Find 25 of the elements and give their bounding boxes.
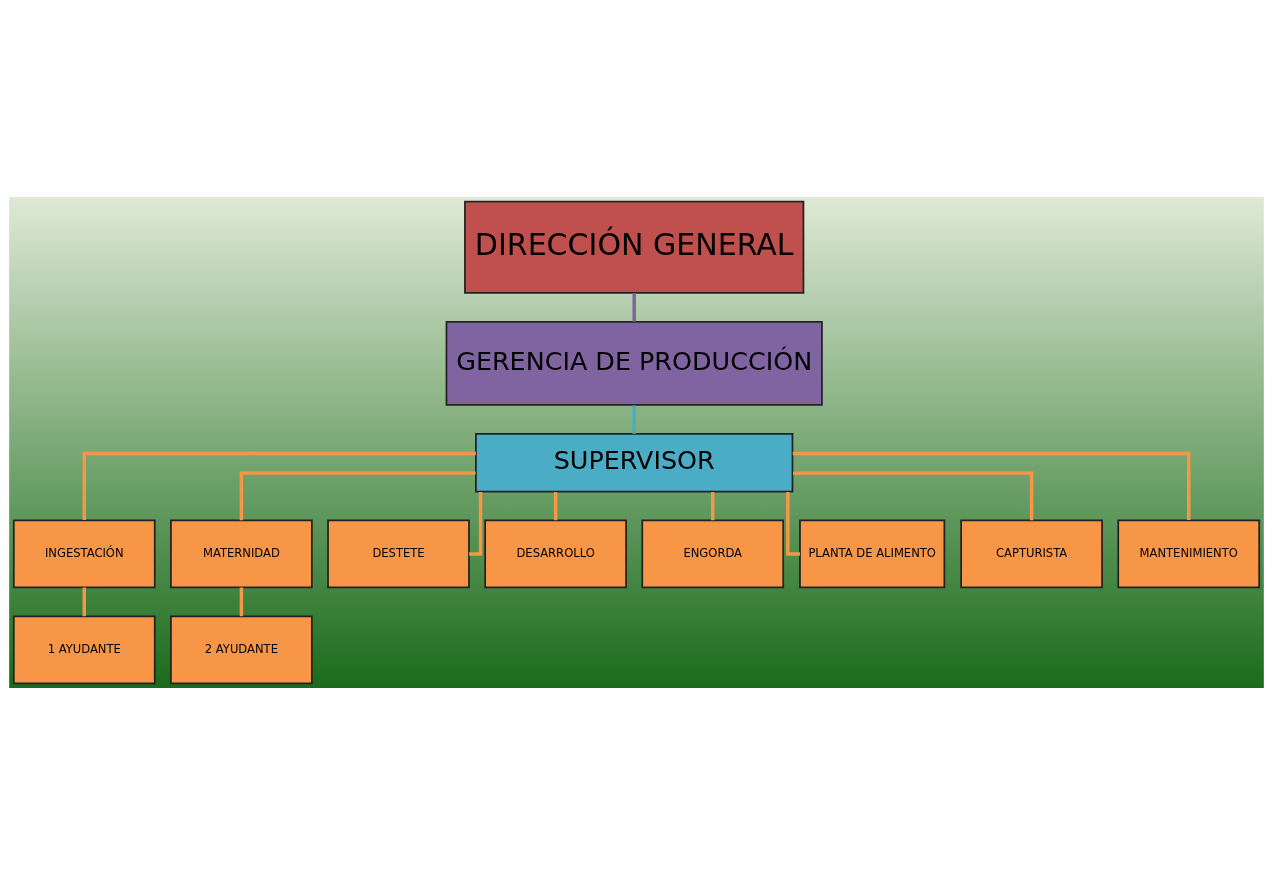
node-box: MATERNIDAD: [170, 519, 313, 588]
connector: [792, 470, 1034, 520]
connector: [239, 587, 244, 616]
node-box: DIRECCIÓN GENERAL: [464, 200, 805, 294]
node-box: PLANTA DE ALIMENTO: [799, 519, 946, 588]
node-box: ENGORDA: [641, 519, 785, 588]
node-box: 1 AYUDANTE: [12, 615, 156, 684]
connector: [553, 491, 558, 520]
node-box: INGESTACIÓN: [12, 519, 156, 588]
connector: [632, 405, 636, 434]
node-box: DESARROLLO: [484, 519, 627, 588]
node-box: CAPTURISTA: [960, 519, 1103, 588]
connector: [632, 292, 636, 322]
node-box: 2 AYUDANTE: [170, 615, 313, 684]
connector: [786, 491, 800, 556]
connector: [239, 470, 476, 520]
node-box: DESTETE: [327, 519, 470, 588]
connector: [792, 451, 1191, 520]
connector: [82, 587, 86, 616]
connector: [469, 491, 483, 556]
node-box: SUPERVISOR: [475, 432, 794, 492]
connector: [711, 491, 715, 520]
connector: [82, 451, 476, 520]
node-box: GERENCIA DE PRODUCCIÓN: [445, 320, 823, 406]
node-box: MANTENIMIENTO: [1117, 519, 1261, 588]
